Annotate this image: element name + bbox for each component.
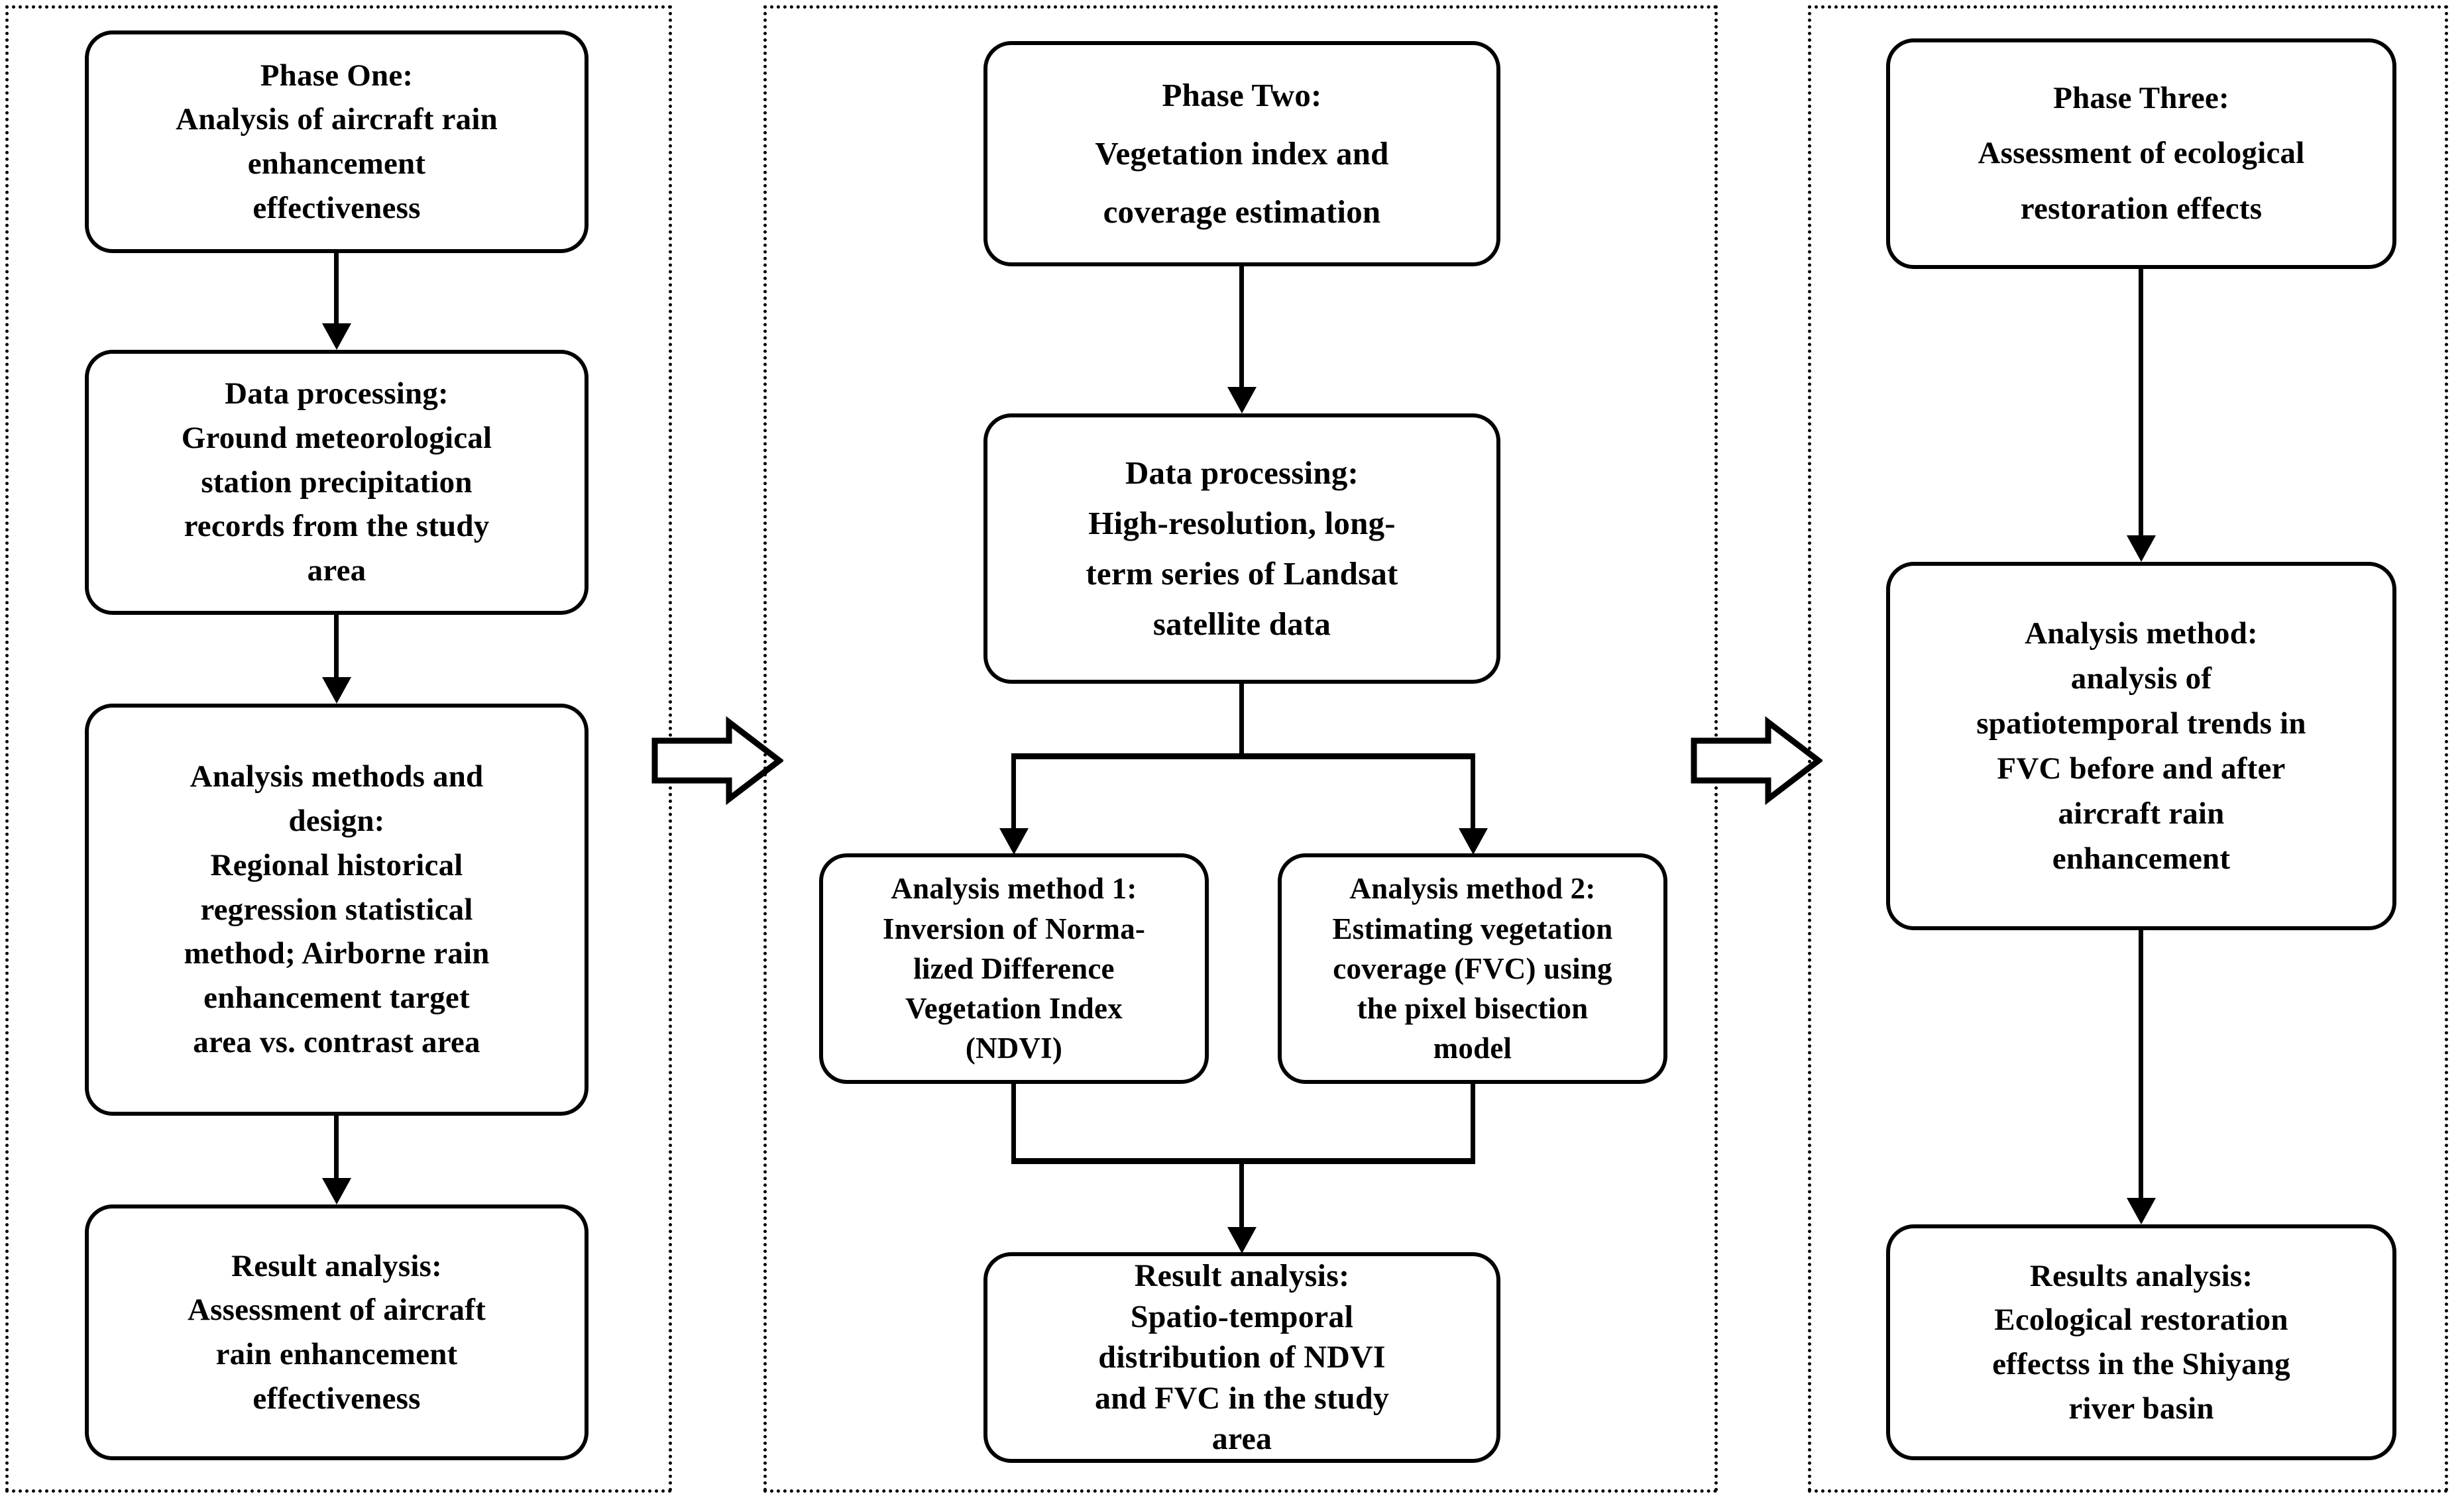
- phase-two-analysis-method-2-box[interactable]: Analysis method 2: Estimating vegetation…: [1278, 853, 1667, 1084]
- arrow-down-icon: [322, 1178, 351, 1204]
- phase-two-data-processing-text: Data processing: High-resolution, long- …: [1086, 455, 1398, 642]
- arrow-down-icon: [2127, 1198, 2156, 1224]
- phase-one-analysis-methods-box[interactable]: Analysis methods and design: Regional hi…: [85, 704, 588, 1116]
- phase-three-analysis-method-text: Analysis method: analysis of spatiotempo…: [1976, 615, 2306, 877]
- arrow-down-icon: [1227, 387, 1257, 413]
- connector-p1-3-4: [334, 1116, 339, 1182]
- phase-three-results-analysis-text: Results analysis: Ecological restoration…: [1992, 1258, 2290, 1426]
- phase-one-data-processing-box[interactable]: Data processing: Ground meteorological s…: [85, 350, 588, 615]
- connector-p2-fork-bar: [1011, 753, 1475, 759]
- phase-three-analysis-method-box[interactable]: Analysis method: analysis of spatiotempo…: [1886, 562, 2396, 930]
- phase-two-result-analysis-text: Result analysis: Spatio-temporal distrib…: [1094, 1258, 1390, 1457]
- arrow-down-icon: [999, 828, 1029, 855]
- arrow-down-icon: [1459, 828, 1488, 855]
- phase-two-data-processing-box[interactable]: Data processing: High-resolution, long- …: [983, 413, 1500, 684]
- phase-three-title-text: Phase Three: Assessment of ecological re…: [1978, 80, 2305, 226]
- phase-one-result-analysis-text: Result analysis: Assessment of aircraft …: [188, 1248, 486, 1416]
- phase-three-title-box[interactable]: Phase Three: Assessment of ecological re…: [1886, 38, 2396, 269]
- phase-two-analysis-method-2-text: Analysis method 2: Estimating vegetation…: [1332, 872, 1613, 1065]
- arrow-down-icon: [322, 677, 351, 704]
- phase-three-panel: [1808, 5, 2448, 1493]
- phase-one-result-analysis-box[interactable]: Result analysis: Assessment of aircraft …: [85, 1204, 588, 1460]
- connector-p2-fork-left-leg: [1011, 753, 1016, 833]
- connector-p2-fork-right-leg: [1471, 753, 1475, 833]
- connector-p2-fork-trunk: [1239, 684, 1244, 757]
- connector-p2-merge-trunk: [1239, 1158, 1244, 1231]
- phase-two-title-text: Phase Two: Vegetation index and coverage…: [1095, 76, 1389, 231]
- connector-p1-2-3: [334, 615, 339, 681]
- phase-two-analysis-method-1-text: Analysis method 1: Inversion of Norma- l…: [882, 872, 1146, 1065]
- phase-two-title-box[interactable]: Phase Two: Vegetation index and coverage…: [983, 41, 1500, 266]
- phase-two-analysis-method-1-box[interactable]: Analysis method 1: Inversion of Norma- l…: [819, 853, 1209, 1084]
- phase-one-analysis-methods-text: Analysis methods and design: Regional hi…: [184, 759, 490, 1059]
- phase-two-result-analysis-box[interactable]: Result analysis: Spatio-temporal distrib…: [983, 1252, 1500, 1463]
- phase-one-title-text: Phase One: Analysis of aircraft rain enh…: [176, 58, 498, 225]
- phase-transition-arrow-2: [1690, 714, 1822, 807]
- phase-transition-arrow-1: [651, 714, 783, 807]
- connector-p1-1-2: [334, 253, 339, 327]
- connector-p2-1-2: [1239, 266, 1244, 391]
- arrow-down-icon: [1227, 1227, 1257, 1254]
- phase-one-title-box[interactable]: Phase One: Analysis of aircraft rain enh…: [85, 30, 588, 253]
- connector-p2-merge-left-leg: [1011, 1084, 1016, 1163]
- connector-p3-1-2: [2139, 269, 2143, 539]
- arrow-down-icon: [2127, 535, 2156, 562]
- arrow-down-icon: [322, 323, 351, 350]
- connector-p3-2-3: [2139, 930, 2143, 1202]
- connector-p2-merge-right-leg: [1471, 1084, 1475, 1163]
- phase-one-data-processing-text: Data processing: Ground meteorological s…: [181, 376, 492, 588]
- phase-three-results-analysis-box[interactable]: Results analysis: Ecological restoration…: [1886, 1224, 2396, 1460]
